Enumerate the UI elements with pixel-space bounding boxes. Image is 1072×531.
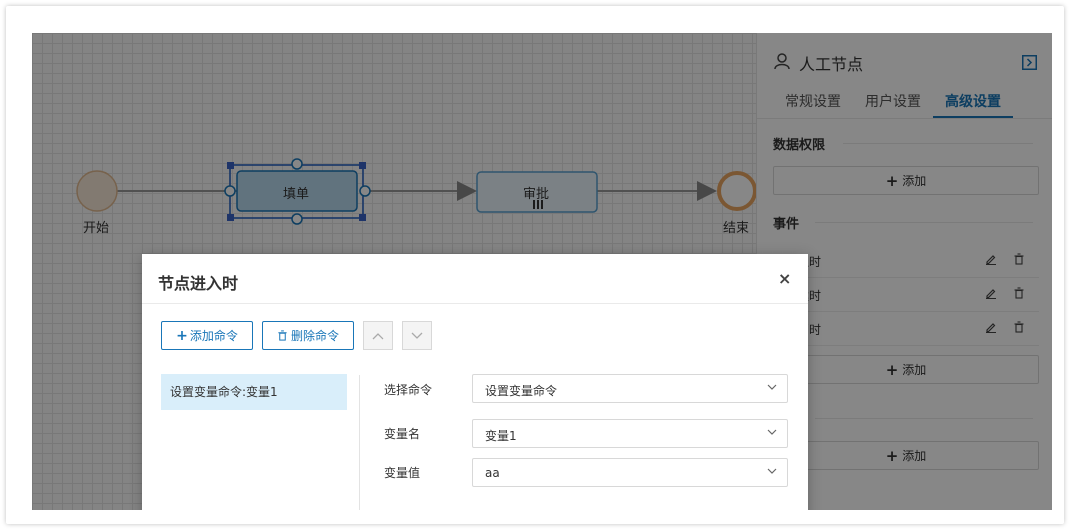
plus-icon: + <box>885 171 899 190</box>
tab-advanced-settings[interactable]: 高级设置 <box>945 94 1001 110</box>
select-command-value: 设置变量命令 <box>485 384 558 398</box>
chevron-down-icon <box>411 332 423 339</box>
dialog-header-divider <box>142 303 808 304</box>
fill-form-node-label: 填单 <box>283 187 310 202</box>
move-up-button[interactable] <box>363 321 393 350</box>
add-data-permission-button[interactable]: + 添加 <box>773 166 1039 195</box>
user-icon <box>774 53 790 70</box>
anchor-right[interactable] <box>359 185 371 197</box>
delete-icon[interactable] <box>1013 287 1025 299</box>
add-button-label: 添加 <box>902 449 927 463</box>
edit-icon[interactable] <box>985 253 997 265</box>
variable-name-label: 变量名 <box>384 427 421 441</box>
edit-icon[interactable] <box>985 287 997 299</box>
workflow-designer: 开始 填单 审批 结束 人工节点 常规设置 用户设置 高级设置 数据权限 + 添… <box>32 33 1052 510</box>
select-command-label: 选择命令 <box>384 383 433 397</box>
plus-icon: + <box>885 360 899 379</box>
start-node[interactable] <box>76 170 118 212</box>
tab-user-settings[interactable]: 用户设置 <box>865 94 921 110</box>
start-node-label: 开始 <box>83 221 110 236</box>
add-command-label: 添加命令 <box>189 329 238 343</box>
end-node[interactable] <box>717 171 756 211</box>
resize-handle-tr[interactable] <box>359 162 366 169</box>
delete-icon[interactable] <box>1013 253 1025 265</box>
resize-handle-br[interactable] <box>359 214 366 221</box>
anchor-left[interactable] <box>224 185 236 197</box>
section-title-events: 事件 <box>773 217 800 232</box>
dialog-title: 节点进入时 <box>158 274 239 293</box>
add-settings-button[interactable]: + 添加 <box>773 441 1039 470</box>
chevron-down-icon <box>767 429 777 435</box>
delete-icon[interactable] <box>1013 321 1025 333</box>
delete-icon <box>278 330 287 341</box>
tab-general-settings[interactable]: 常规设置 <box>785 94 841 110</box>
close-icon[interactable]: × <box>778 269 792 288</box>
add-button-label: 添加 <box>902 363 927 377</box>
approve-node[interactable] <box>476 171 598 213</box>
command-list: 设置变量命令:变量1 <box>161 374 347 510</box>
approve-node-label: 审批 <box>523 187 550 202</box>
resize-handle-bl[interactable] <box>227 214 234 221</box>
variable-value-value: aa <box>485 466 500 480</box>
plus-icon: + <box>176 327 188 344</box>
anchor-bottom[interactable] <box>291 213 303 225</box>
delete-command-label: 删除命令 <box>290 329 339 343</box>
variable-name-value: 变量1 <box>485 429 517 443</box>
screenshot-frame: 开始 填单 审批 结束 人工节点 常规设置 用户设置 高级设置 数据权限 + 添… <box>6 6 1064 524</box>
section-divider <box>843 143 1033 144</box>
section-title-data-permission: 数据权限 <box>773 138 826 153</box>
add-event-button[interactable]: + 添加 <box>773 355 1039 384</box>
resize-handle-tl[interactable] <box>227 162 234 169</box>
section-divider <box>815 418 1033 419</box>
variable-value-label: 变量值 <box>384 466 421 480</box>
variable-value-dropdown[interactable]: aa <box>472 458 788 487</box>
move-down-button[interactable] <box>402 321 432 350</box>
vertical-divider <box>359 375 360 510</box>
chevron-down-icon <box>767 384 777 390</box>
select-command-dropdown[interactable]: 设置变量命令 <box>472 374 788 403</box>
tabs-divider <box>757 118 1052 119</box>
delete-command-button[interactable]: 删除命令 <box>262 321 354 350</box>
chevron-down-icon <box>767 468 777 474</box>
chevron-up-icon <box>372 332 384 339</box>
collapse-panel-icon[interactable] <box>1022 55 1037 70</box>
plus-icon: + <box>885 446 899 465</box>
add-command-button[interactable]: + 添加命令 <box>161 321 253 350</box>
anchor-top[interactable] <box>291 158 303 170</box>
list-item-command[interactable]: 设置变量命令:变量1 <box>161 374 347 410</box>
panel-title: 人工节点 <box>799 55 864 74</box>
variable-name-dropdown[interactable]: 变量1 <box>472 419 788 448</box>
fill-form-node[interactable] <box>236 170 358 212</box>
section-divider <box>815 222 1033 223</box>
active-tab-indicator <box>933 116 1013 118</box>
edit-icon[interactable] <box>985 321 997 333</box>
node-enter-dialog: 节点进入时 × + 添加命令 删除命令 设置变量命令:变量1 <box>142 254 808 510</box>
add-button-label: 添加 <box>902 174 927 188</box>
end-node-label: 结束 <box>723 221 750 236</box>
flow-diagram <box>76 158 756 225</box>
multi-instance-icon <box>533 200 543 209</box>
